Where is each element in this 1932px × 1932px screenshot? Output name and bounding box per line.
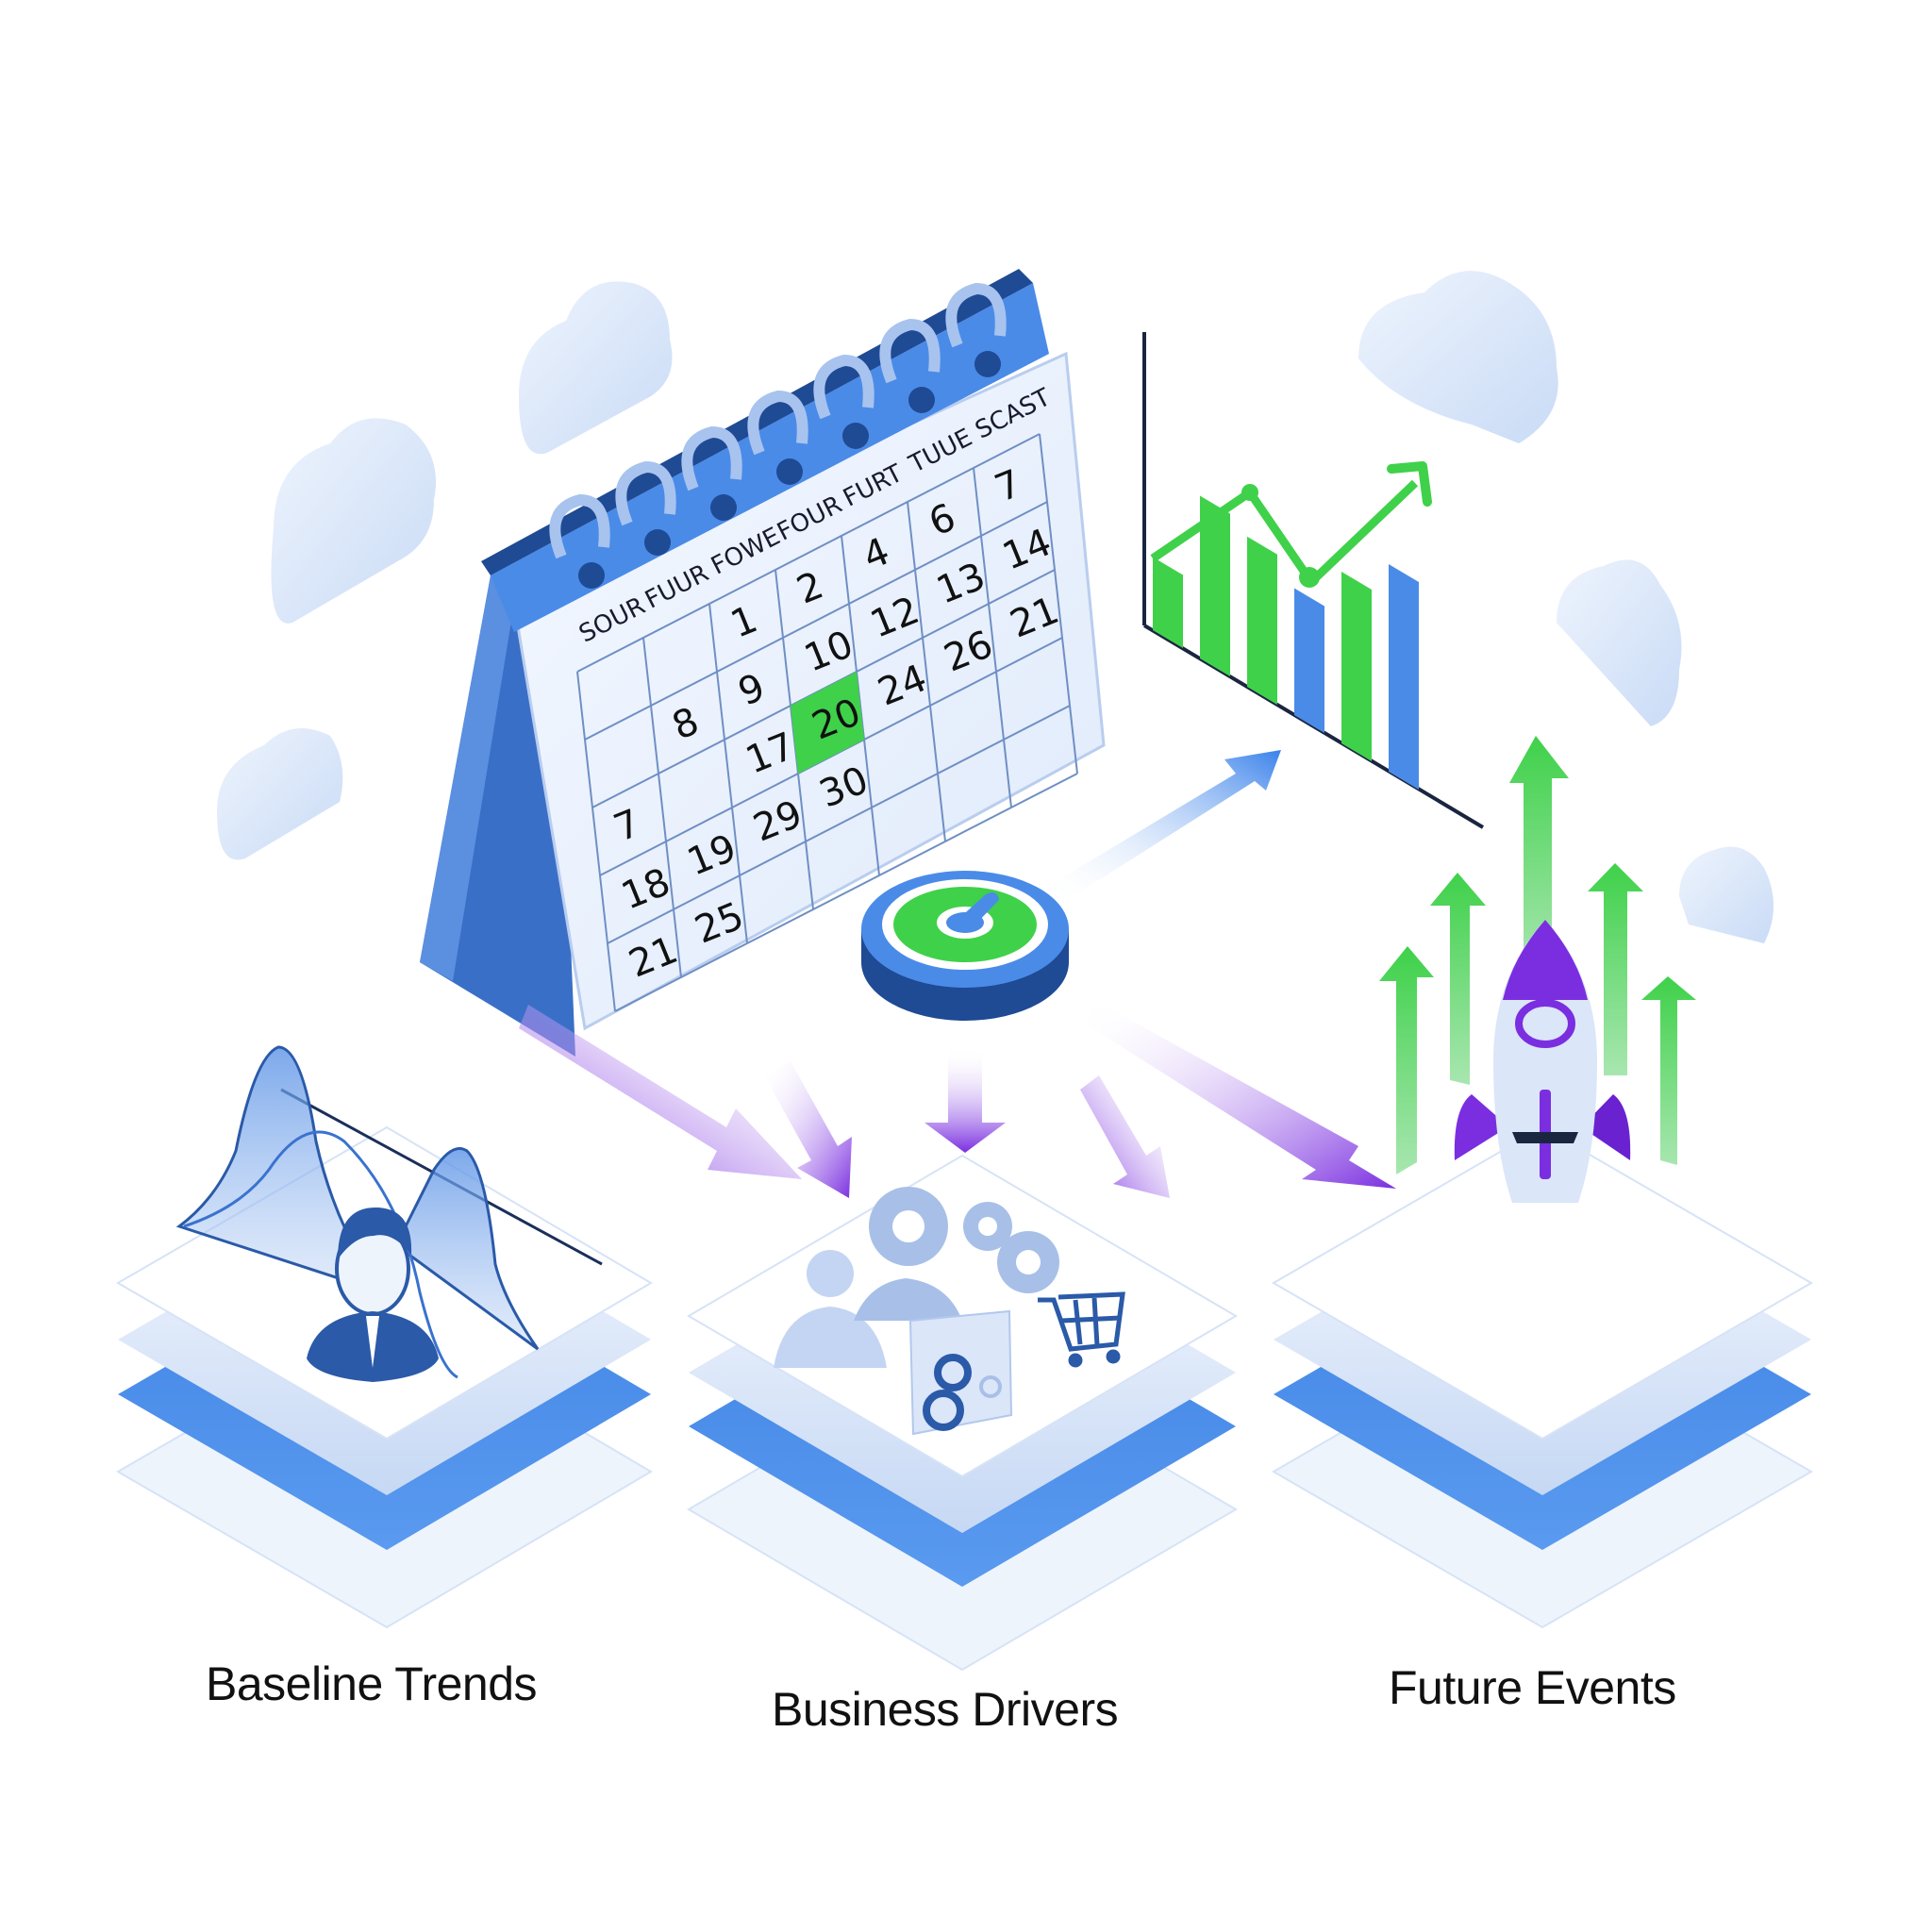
person-icon [307,1208,439,1382]
bell-curve-icon [175,1045,603,1379]
mini-chart-bar [1247,536,1277,705]
bar-chart-icon [1142,332,1485,829]
flow-arrows [519,1000,1396,1198]
calendar-highlight-cell [791,672,864,774]
platform-events [1272,1125,1813,1629]
mini-chart-bar [1341,572,1372,761]
label-future-events: Future Events [1389,1661,1676,1714]
shopping-cart-icon [1038,1291,1125,1368]
people-icon [774,1250,962,1368]
label-business-drivers: Business Drivers [772,1683,1119,1736]
up-arrow-icon [1379,736,1696,1174]
cloud-icon [217,271,1774,943]
mini-chart-bar [1153,557,1183,648]
mini-chart-bar [1200,495,1230,676]
gears-icon [869,1187,1059,1293]
label-baseline-trends: Baseline Trends [206,1657,538,1710]
mini-chart-bar [1294,588,1324,733]
folder-icon [908,1309,1013,1436]
rocket-icon [1454,920,1631,1203]
mini-chart-bar [1389,564,1419,790]
arrow-to-chart [1047,750,1281,901]
gauge-hub-icon [861,871,1069,1021]
